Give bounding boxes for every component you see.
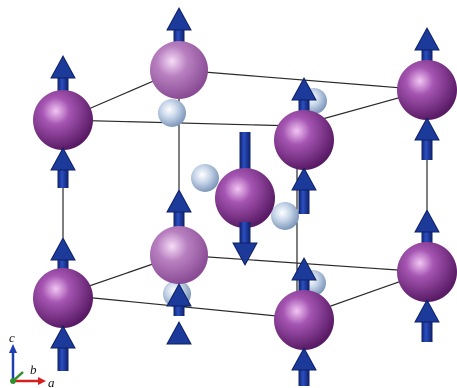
axis-c-arrowhead — [9, 344, 17, 353]
arrow-shaft — [57, 169, 69, 188]
metal-atom-sphere — [397, 242, 457, 302]
arrow-head — [50, 146, 76, 171]
arrow-head — [291, 166, 317, 191]
center-arrow-upper-shaft — [239, 132, 251, 180]
metal-atom-sphere — [274, 290, 334, 350]
arrow-shaft — [173, 211, 185, 240]
spin-down-arrow-icon — [232, 222, 258, 267]
axis-c-label: c — [9, 330, 15, 345]
arrow-head — [166, 282, 192, 307]
spin-up-arrow-icon — [291, 256, 317, 300]
arrow-head — [414, 116, 440, 141]
light-atom-sphere — [271, 202, 299, 230]
arrow-shaft — [421, 139, 433, 160]
arrow-shaft — [298, 189, 310, 214]
spin-up-arrow-icon — [291, 346, 317, 386]
metal-atom-sphere — [33, 90, 93, 150]
arrow-shaft — [239, 222, 251, 244]
metal-atom-sphere — [215, 168, 275, 228]
arrow-shaft — [298, 369, 310, 386]
arrow-head — [50, 54, 76, 79]
spin-up-arrow-icon — [166, 188, 192, 240]
spin-up-arrow-icon — [291, 76, 317, 120]
arrow-head — [414, 26, 440, 51]
spin-up-arrow-icon — [414, 116, 440, 160]
light-atom-sphere — [158, 99, 186, 127]
spin-up-arrow-icon — [414, 298, 440, 342]
arrow-head — [50, 324, 76, 349]
axis-origin — [10, 378, 16, 384]
metal-atom-sphere — [274, 110, 334, 170]
axis-a-arrowhead — [38, 377, 46, 385]
metal-atom-sphere — [33, 268, 93, 328]
metal-atom-sphere — [397, 60, 457, 120]
arrow-head — [291, 76, 317, 101]
metal-atom-sphere — [150, 226, 208, 284]
spin-up-arrow-icon — [291, 166, 317, 214]
arrow-shaft — [57, 347, 69, 371]
spin-up-arrow-icon — [50, 324, 76, 371]
arrow-head — [232, 242, 258, 267]
arrow-head — [166, 188, 192, 213]
arrow-head — [414, 208, 440, 233]
arrow-shaft — [298, 279, 310, 300]
arrow-head — [291, 256, 317, 281]
spin-up-arrow-icon — [166, 282, 192, 316]
spin-up-arrow-icon — [166, 320, 192, 345]
arrow-head — [166, 6, 192, 31]
arrow-head — [291, 346, 317, 371]
arrow-head — [414, 298, 440, 323]
light-atom-sphere — [191, 164, 219, 192]
arrow-shaft — [298, 99, 310, 120]
arrow-shaft — [173, 305, 185, 316]
axis-b-label: b — [30, 362, 37, 377]
arrow-head — [50, 236, 76, 261]
axis-indicator: c b a — [9, 330, 55, 388]
metal-atom-sphere — [150, 41, 208, 99]
front-layer — [33, 26, 457, 386]
arrow-shaft — [421, 321, 433, 342]
arrow-head — [166, 320, 192, 345]
axis-a-label: a — [48, 375, 55, 388]
spin-up-arrow-icon — [50, 146, 76, 188]
